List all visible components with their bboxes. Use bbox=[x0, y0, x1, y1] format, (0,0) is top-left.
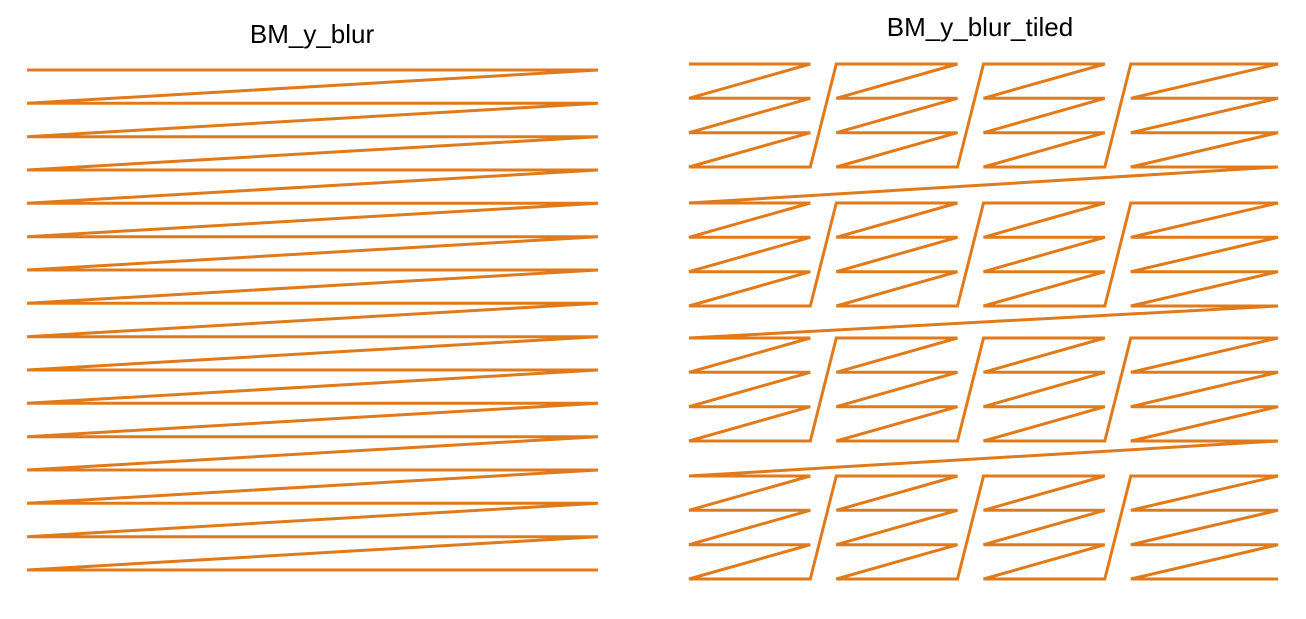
row-major-traversal bbox=[26, 68, 599, 572]
tiled-path bbox=[688, 62, 1279, 581]
panel-title-tiled: BM_y_blur_tiled bbox=[886, 12, 1074, 42]
panel-title-row-major: BM_y_blur bbox=[249, 19, 375, 49]
tiled-traversal bbox=[688, 62, 1279, 581]
row-major-path bbox=[26, 68, 599, 572]
